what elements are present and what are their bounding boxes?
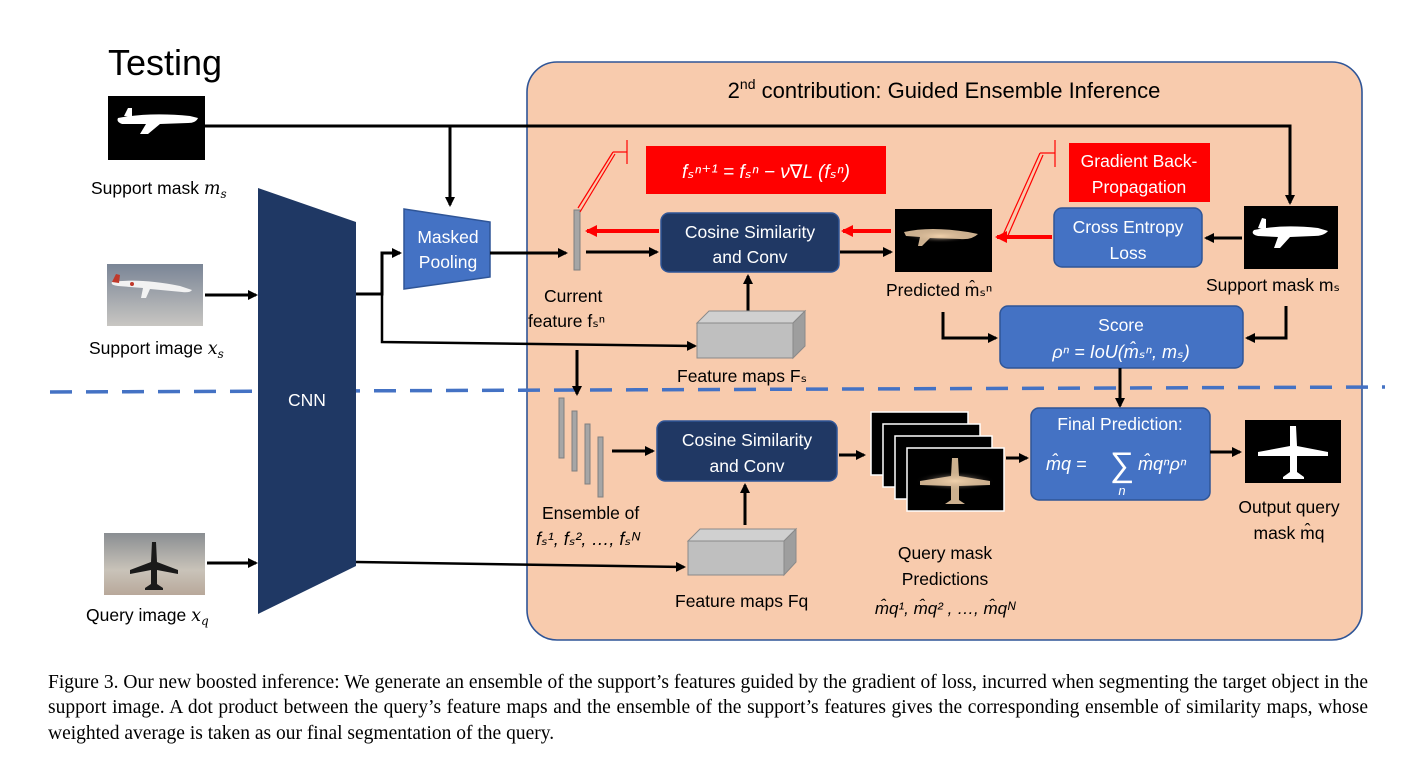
panel-title-sup: nd — [740, 76, 756, 92]
arrow-cnn-to-feature-maps-s — [380, 294, 697, 351]
cosine-similarity-bottom-label-1: Cosine Similarity — [682, 430, 813, 450]
callout-line-a — [577, 151, 614, 209]
ensemble-label-2: fₛ¹, fₛ², …, fₛᴺ — [536, 529, 641, 549]
output-query-mask-image — [1245, 420, 1341, 483]
figure-caption: Figure 3. Our new boosted inference: We … — [48, 672, 1368, 744]
predicted-mask-image — [895, 209, 992, 272]
query-preds-label-1: Query mask — [898, 543, 993, 563]
arrow-cnn-to-pooling — [356, 248, 402, 296]
support-mask-right-image — [1244, 206, 1338, 269]
gradient-backprop-label-1: Gradient Back- — [1081, 151, 1198, 171]
cross-entropy-label-1: Cross Entropy — [1073, 217, 1184, 237]
masked-pooling-label-1: Masked — [417, 227, 478, 247]
cosine-similarity-bottom-box — [656, 420, 838, 482]
query-mask-predictions-stack — [870, 411, 1005, 512]
gradient-backprop-box — [1069, 143, 1210, 202]
ensemble-bars — [558, 397, 604, 498]
gradient-backprop-label-2: Propagation — [1092, 177, 1186, 197]
arrow-predicted-to-score — [941, 312, 998, 343]
final-formula-lhs: m̂q = — [1046, 453, 1087, 474]
score-formula: ρⁿ = IoU(m̂ₛⁿ, mₛ) — [1051, 341, 1189, 362]
figure-title: Testing — [108, 42, 222, 83]
final-formula-sub: n — [1118, 483, 1125, 498]
arrow-support-mask-to-score — [1245, 306, 1288, 343]
output-label-2: mask m̂q — [1254, 522, 1325, 543]
feature-maps-q-label: Feature maps Fq — [675, 591, 808, 611]
query-preds-label-2: Predictions — [902, 569, 989, 589]
cross-entropy-box — [1053, 207, 1203, 268]
cnn-label: CNN — [288, 390, 326, 410]
update-rule-formula: fₛⁿ⁺¹ = fₛⁿ − ν∇L (fₛⁿ) — [682, 162, 850, 183]
support-image-thumbnail — [107, 264, 203, 326]
support-mask-thumbnail — [108, 96, 205, 160]
cosine-similarity-top-box — [660, 212, 840, 273]
final-formula-rhs: m̂qⁿρⁿ — [1138, 453, 1187, 474]
support-mask-label: Support mask ms — [91, 178, 227, 201]
current-feature-bar — [573, 209, 581, 271]
arrow-support-mask-line — [205, 124, 1295, 205]
cosine-similarity-bottom-label-2: and Conv — [710, 456, 785, 476]
cosine-similarity-top-label-2: and Conv — [713, 247, 788, 267]
diagram: Testing 2nd contribution: Guided Ensembl… — [49, 42, 1386, 641]
final-prediction-title: Final Prediction: — [1057, 414, 1182, 434]
gradient-callout-a — [1001, 152, 1041, 238]
masked-pooling-label-2: Pooling — [419, 252, 477, 272]
final-prediction-box — [1030, 407, 1211, 501]
query-image-thumbnail — [104, 533, 205, 595]
score-title: Score — [1098, 315, 1144, 335]
cosine-similarity-top-label-1: Cosine Similarity — [685, 222, 816, 242]
panel-title: 2nd contribution: Guided Ensemble Infere… — [728, 76, 1161, 103]
ensemble-label-1: Ensemble of — [542, 503, 639, 523]
current-feature-label-1: Current — [544, 286, 602, 306]
feature-maps-s-label: Feature maps Fₛ — [677, 366, 807, 386]
cross-entropy-label-2: Loss — [1110, 243, 1147, 263]
gradient-callout-b — [1005, 154, 1044, 241]
panel-title-rest: contribution: Guided Ensemble Inference — [756, 78, 1161, 103]
output-label-1: Output query — [1238, 497, 1339, 517]
cnn-block — [258, 188, 356, 614]
current-feature-label-2: feature fₛⁿ — [528, 311, 605, 331]
query-image-label: Query image xq — [86, 605, 209, 628]
update-rule-box — [646, 146, 886, 194]
query-preds-label-3: m̂q¹, m̂q² , …, m̂qᴺ — [875, 598, 1016, 618]
arrow-cnn-to-feature-maps-q — [355, 560, 686, 572]
feature-maps-s-block — [695, 309, 807, 360]
final-formula-sum: ∑ — [1110, 446, 1134, 484]
callout-line-b — [579, 153, 616, 213]
panel-title-prefix: 2 — [728, 78, 740, 103]
support-image-label: Support image xs — [89, 338, 224, 361]
masked-pooling-block — [403, 208, 491, 290]
feature-maps-q-block — [686, 527, 798, 577]
support-mask-right-label: Support mask mₛ — [1206, 275, 1340, 295]
predicted-label: Predicted m̂ₛⁿ — [886, 279, 992, 300]
